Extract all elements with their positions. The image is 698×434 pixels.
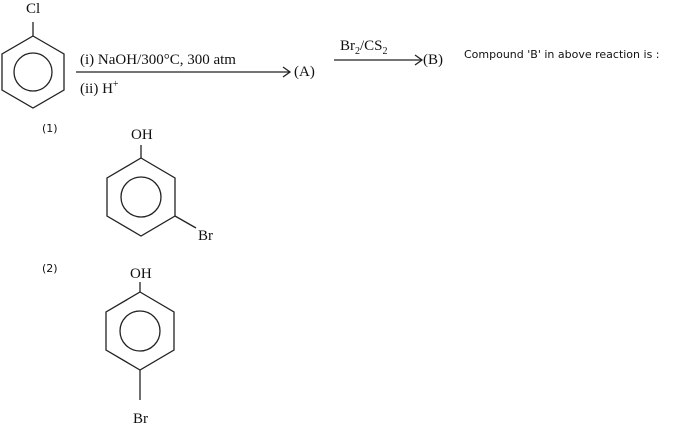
option-2-number[interactable]: (2) (42, 262, 58, 275)
option-1-br: Br (198, 228, 213, 244)
benzene-ring (105, 291, 175, 371)
product-B: (B) (423, 52, 443, 68)
option-1-number[interactable]: (1) (42, 122, 58, 135)
step1-conditions: (i) NaOH/300°C, 300 atm (80, 52, 236, 68)
reagent-cs: /CS (360, 38, 383, 54)
option-2-br: Br (133, 411, 148, 427)
intermediate-A: (A) (294, 64, 315, 80)
question-text: Compound 'B' in above reaction is : (464, 48, 660, 61)
step2-sup: + (112, 79, 119, 90)
option-2-oh: OH (130, 266, 152, 282)
chloro-label: Cl (26, 1, 41, 17)
step2-conditions: (ii) H+ (80, 79, 119, 98)
reagent: Br2/CS2 (340, 38, 388, 57)
benzene-ring (1, 35, 65, 109)
reagent-sub1: 2 (355, 46, 360, 57)
reagent-sub2: 2 (382, 46, 388, 57)
step2-text: (ii) H (80, 81, 113, 97)
option-1-oh: OH (131, 127, 153, 143)
reagent-br: Br (340, 38, 355, 54)
benzene-ring (106, 157, 176, 237)
